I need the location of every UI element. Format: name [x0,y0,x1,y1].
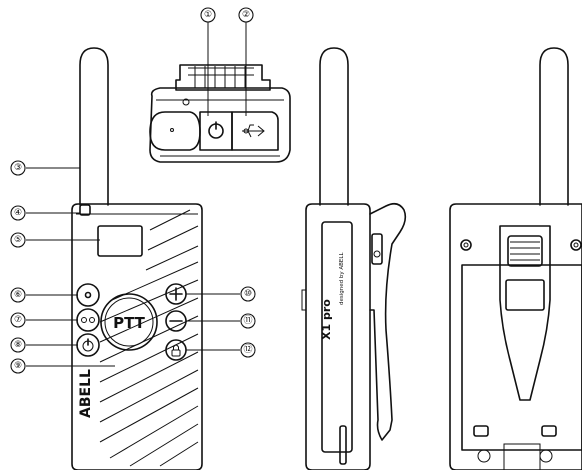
svg-text:⑩: ⑩ [244,289,252,299]
callout-6: ⑥ [10,287,26,303]
scan-button[interactable] [76,308,100,332]
brand-logo: ABELL [78,369,94,418]
model-label: X1 pro [320,299,333,340]
back-view [449,47,582,470]
svg-text:⑥: ⑥ [14,290,22,300]
svg-text:⑦: ⑦ [14,315,22,325]
monitor-button[interactable] [76,283,100,307]
side-view: X1 pro designed by ABELL [301,47,407,470]
top-view [149,22,291,163]
svg-text:⑤: ⑤ [14,235,22,245]
front-view: PTT ABELL [26,47,240,470]
callout-8: ⑧ [10,337,26,353]
svg-text:①: ① [204,10,212,20]
callout-5: ⑤ [10,232,26,248]
ptt-label: PTT [113,314,146,332]
callout-1: ① [200,7,216,23]
svg-text:④: ④ [14,208,22,218]
svg-text:②: ② [242,10,250,20]
callout-11: ⑪ [240,313,256,329]
svg-text:⑫: ⑫ [243,344,252,355]
svg-text:⑧: ⑧ [14,340,22,350]
callout-3: ③ [10,160,26,176]
callout-4: ④ [10,205,26,221]
callout-7: ⑦ [10,312,26,328]
callout-10: ⑩ [240,286,256,302]
hatch-pattern [99,209,199,467]
svg-text:③: ③ [14,163,22,173]
ptt-button[interactable] [100,293,158,351]
designer-label: designed by ABELL [339,252,345,305]
callout-2: ② [238,7,254,23]
callouts: ① ② ③ ④ ⑤ ⑥ ⑦ ⑧ [10,7,256,374]
callout-12: ⑫ [240,342,256,358]
callout-9: ⑨ [10,358,26,374]
svg-text:⑪: ⑪ [243,315,252,326]
svg-text:⑨: ⑨ [14,361,22,371]
